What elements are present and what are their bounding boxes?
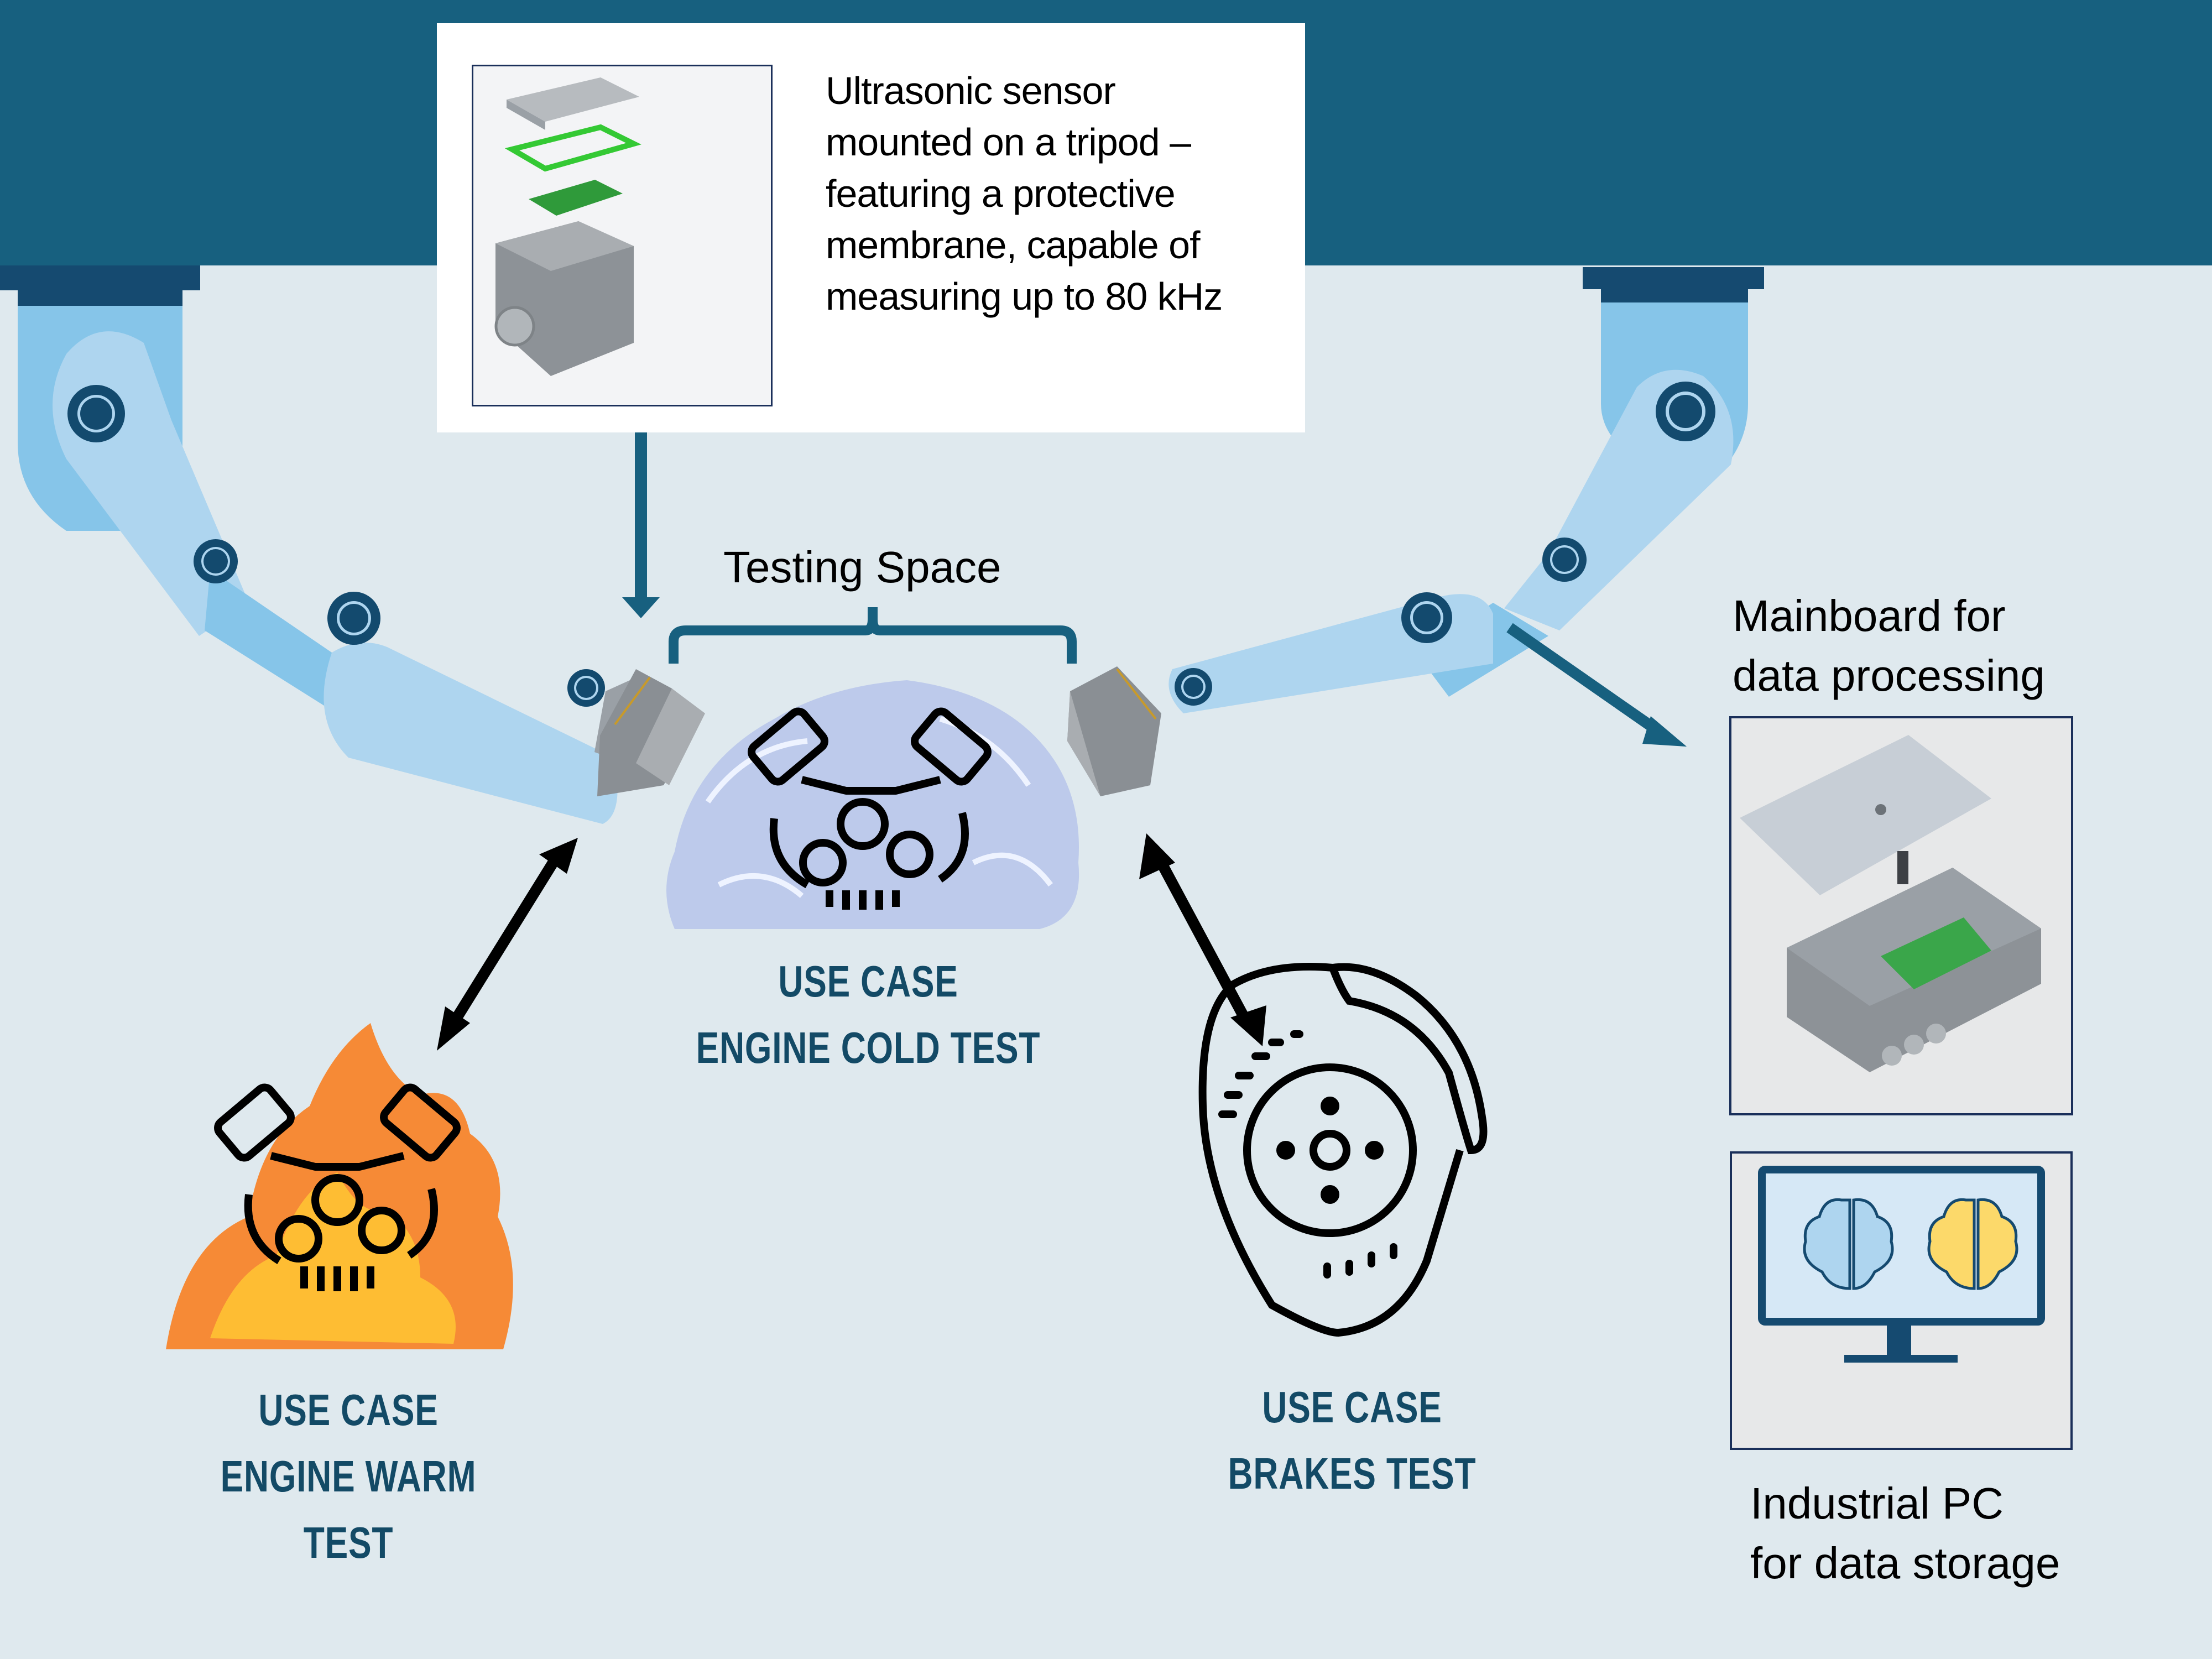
sensor-description-line: mounted on a tripod –: [826, 121, 1191, 164]
left-arm-link-3: [324, 643, 618, 824]
mainboard-image: [1729, 716, 2073, 1115]
mainboard-label-line: data processing: [1733, 651, 2045, 700]
right-joint-4: [1175, 668, 1212, 706]
double-arrow-warm: [437, 838, 578, 1051]
industrial-pc-label: Industrial PC for data storage: [1750, 1474, 2060, 1593]
use-case-cold: USE CASE ENGINE COLD TEST: [696, 948, 1041, 1081]
use-case-brakes-line2: BRAKES TEST: [1228, 1449, 1477, 1498]
left-joint-1: [67, 385, 125, 442]
mainboard-label-line: Mainboard for: [1733, 591, 2006, 640]
use-case-warm-line2: ENGINE WARM TEST: [220, 1452, 477, 1567]
industrial-pc-label-line: Industrial PC: [1750, 1479, 2004, 1528]
right-joint-1: [1656, 382, 1715, 441]
left-arm-mount-base: [18, 290, 182, 306]
mainboard-arrow: [1506, 623, 1687, 747]
use-case-warm: USE CASE ENGINE WARM TEST: [176, 1377, 521, 1576]
testing-space-label: Testing Space: [723, 542, 1001, 592]
right-arm-mount-plate: [1583, 267, 1764, 289]
use-case-warm-line1: USE CASE: [258, 1385, 439, 1434]
sensor-exploded-image: [472, 65, 773, 406]
right-robot-arm: [1067, 267, 1764, 796]
double-arrow-brakes: [1139, 833, 1266, 1046]
use-case-brakes: USE CASE BRAKES TEST: [1180, 1374, 1525, 1507]
use-case-brakes-line1: USE CASE: [1262, 1383, 1442, 1432]
right-arm-mount-base: [1601, 289, 1748, 302]
industrial-pc-label-line: for data storage: [1750, 1538, 2060, 1588]
left-joint-2: [194, 539, 238, 583]
left-arm-mount-plate: [0, 265, 200, 290]
left-joint-3: [327, 592, 380, 645]
left-robot-arm: [0, 265, 705, 824]
sensor-description-line: measuring up to 80 kHz: [826, 275, 1223, 318]
left-sensor-head: [594, 669, 705, 796]
right-joint-2: [1542, 538, 1587, 582]
sensor-arrow: [622, 406, 660, 618]
left-arm-link-2: [205, 570, 354, 724]
engine-fire-icon: [166, 1023, 513, 1349]
left-joint-4: [567, 669, 605, 707]
sensor-description-line: Ultrasonic sensor: [826, 69, 1116, 112]
sensor-description: Ultrasonic sensor mounted on a tripod – …: [826, 65, 1279, 322]
use-case-cold-line1: USE CASE: [778, 957, 958, 1006]
industrial-pc-image: [1730, 1151, 2073, 1450]
mainboard-label: Mainboard for data processing: [1733, 586, 2045, 706]
right-sensor-head: [1067, 666, 1161, 796]
sensor-description-line: membrane, capable of: [826, 223, 1201, 267]
testing-space-bracket: [669, 607, 1077, 664]
sensor-description-line: featuring a protective: [826, 172, 1176, 215]
engine-ice-icon: [666, 680, 1079, 929]
use-case-cold-line2: ENGINE COLD TEST: [696, 1023, 1041, 1072]
right-joint-3: [1401, 592, 1452, 643]
brake-disc-icon: [1198, 963, 1488, 1337]
